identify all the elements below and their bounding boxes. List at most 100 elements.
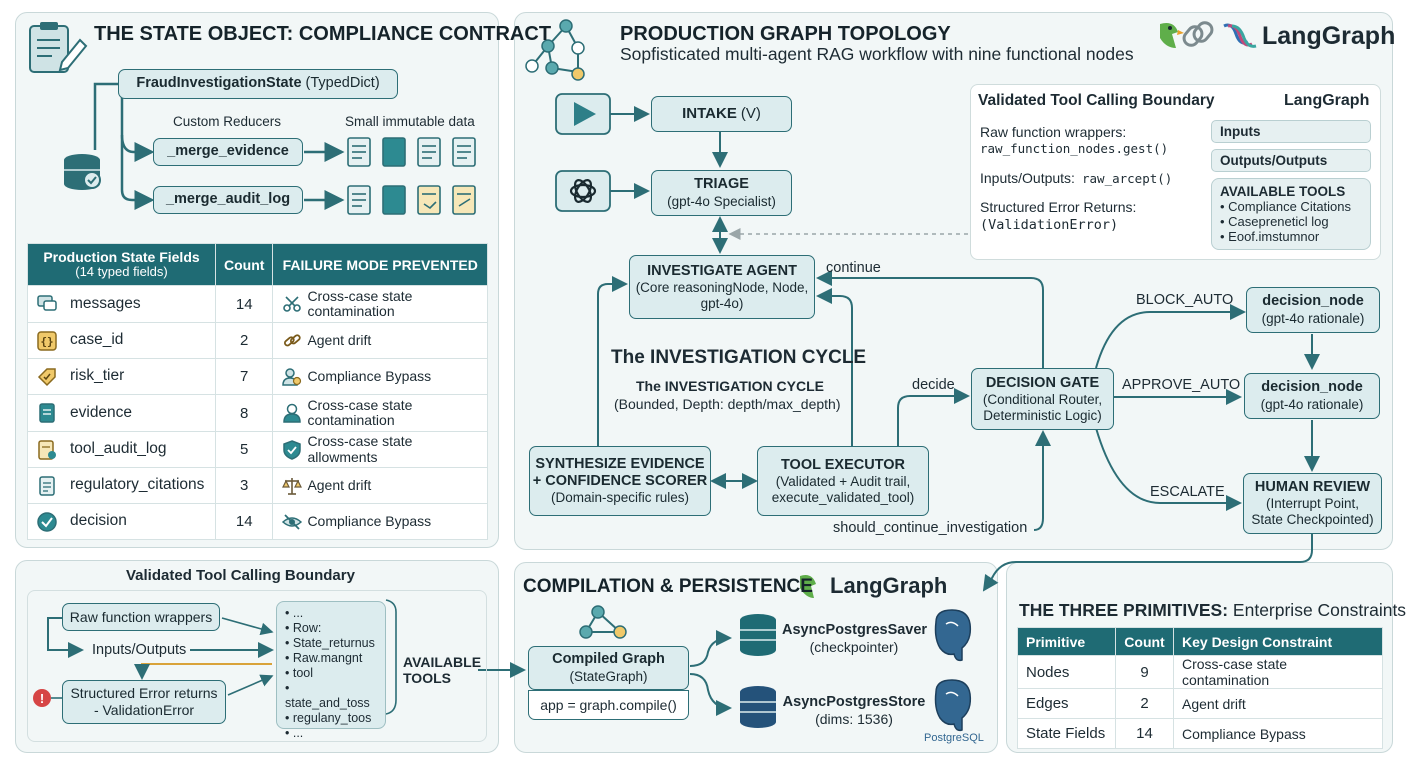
node-decision-node-approve[interactable]: decision_node (gpt-4o rationale) xyxy=(1244,373,1380,419)
primitive-cell: Nodes xyxy=(1017,655,1116,689)
file-icon xyxy=(36,475,62,497)
tool-list-item: • Raw.mangnt xyxy=(285,651,363,665)
count-cell: 14 xyxy=(214,285,274,323)
saver-database-icon xyxy=(740,614,776,656)
field-name: risk_tier xyxy=(70,367,125,385)
play-icon xyxy=(555,93,611,135)
document-icon xyxy=(36,402,62,424)
log-icon xyxy=(36,439,62,461)
field-cell: risk_tier xyxy=(27,358,216,395)
field-cell: messages xyxy=(27,285,216,323)
tool-list-item: • State_returnus xyxy=(285,636,375,650)
tool-boundary-large-brand: LangGraph xyxy=(1284,92,1370,109)
topology-brand: LangGraph xyxy=(1262,22,1396,50)
shield-icon xyxy=(281,439,303,461)
outputs-tag: Outputs/Outputs xyxy=(1211,149,1371,172)
document-stack-icons xyxy=(347,137,476,215)
edge-decide-label: decide xyxy=(912,377,955,393)
compile-code-box: app = graph.compile() xyxy=(528,690,689,720)
inputs-outputs-label: Inputs/Outputs xyxy=(92,642,187,658)
cycle-sub: (Bounded, Depth: depth/max_depth) xyxy=(614,396,841,412)
raw-wrappers-code: raw_function_nodes.gest() xyxy=(980,141,1169,156)
tag-icon xyxy=(36,366,62,388)
field-name: case_id xyxy=(70,331,124,349)
node-synthesize-evidence[interactable]: SYNTHESIZE EVIDENCE + CONFIDENCE SCORER … xyxy=(529,446,711,516)
merge-audit-log-reducer: _merge_audit_log xyxy=(153,186,303,214)
error-code: (ValidationError) xyxy=(980,217,1119,233)
tool-boundary-large-title: Validated Tool Calling Boundary xyxy=(978,92,1215,109)
scissors-icon xyxy=(281,293,303,315)
compiled-graph-box[interactable]: Compiled Graph (StateGraph) xyxy=(528,646,689,690)
field-cell: tool_audit_log xyxy=(27,431,216,468)
error-label: Structured Error Returns: xyxy=(980,199,1137,215)
primitive-count-cell: 9 xyxy=(1115,655,1174,689)
available-tools-box: AVAILABLE TOOLS • Compliance Citations• … xyxy=(1211,178,1371,250)
edge-should-continue-label: should_continue_investigation xyxy=(833,520,1028,536)
svg-text:!: ! xyxy=(40,691,44,706)
failure-text: Agent drift xyxy=(307,476,372,493)
node-intake[interactable]: INTAKE (V) xyxy=(651,96,792,132)
tool-list-item: • Row: xyxy=(285,621,322,635)
typed-dict-name: FraudInvestigationState xyxy=(136,75,302,92)
edge-block-auto-label: BLOCK_AUTO xyxy=(1136,292,1234,308)
store-sub: (dims: 1536) xyxy=(815,711,893,728)
typed-dict-box: FraudInvestigationState (TypedDict) xyxy=(118,69,398,99)
failure-text: Compliance Bypass xyxy=(307,367,432,384)
field-name: decision xyxy=(70,512,127,530)
raw-wrappers-box: Raw function wrappers xyxy=(62,603,220,631)
count-header: Count xyxy=(214,243,274,286)
count-cell: 7 xyxy=(214,358,274,395)
primitives-table: Primitive Count Key Design Constraint No… xyxy=(1017,627,1383,749)
available-tool-item: • Compliance Citations xyxy=(1220,199,1352,214)
node-triage[interactable]: TRIAGE (gpt-4o Specialist) xyxy=(651,170,792,216)
field-name: regulatory_citations xyxy=(70,476,205,494)
primitives-title-rest: Enterprise Constraints xyxy=(1232,600,1407,620)
table-row: risk_tier 7 Compliance Bypass xyxy=(27,358,488,395)
tool-boundary-small-title: Validated Tool Calling Boundary xyxy=(126,567,355,584)
compilation-title: COMPILATION & PERSISTENCE xyxy=(523,576,813,597)
field-name: tool_audit_log xyxy=(70,440,167,458)
count-cell: 8 xyxy=(214,394,274,432)
primitives-title-bold: THE THREE PRIMITIVES: xyxy=(1019,600,1229,620)
field-cell: evidence xyxy=(27,394,216,432)
postgres-label: PostgreSQL xyxy=(924,732,984,744)
constraint-header: Key Design Constraint xyxy=(1173,627,1383,656)
primitives-title: THE THREE PRIMITIVES: Enterprise Constra… xyxy=(1019,600,1406,621)
eye-off-icon xyxy=(281,511,303,533)
node-tool-executor[interactable]: TOOL EXECUTOR (Validated + Audit trail, … xyxy=(757,446,929,516)
state-object-title: THE STATE OBJECT: COMPLIANCE CONTRACT xyxy=(94,23,552,45)
tool-list-item: • ... xyxy=(285,726,304,740)
constraint-cell: Agent drift xyxy=(1173,688,1383,719)
node-human-review[interactable]: HUMAN REVIEW (Interrupt Point, State Che… xyxy=(1243,473,1382,534)
chain-link-icon xyxy=(1182,21,1214,47)
edge-continue-label: continue xyxy=(826,260,881,276)
clipboard-icon xyxy=(29,22,88,73)
failure-cell: Cross-case state allowments xyxy=(272,431,488,468)
raw-wrappers-label: Raw function wrappers: xyxy=(980,124,1127,140)
edge-escalate-label: ESCALATE xyxy=(1150,484,1225,500)
tools-list-box: • ... • Row:• State_returnus• Raw.mangnt •… xyxy=(276,601,386,740)
failure-text: Cross-case state allowments xyxy=(307,433,413,465)
count-cell: 3 xyxy=(214,467,274,504)
node-decision-gate[interactable]: DECISION GATE (Conditional Router, Deter… xyxy=(971,368,1114,430)
failure-cell: Compliance Bypass xyxy=(272,358,488,395)
braces-icon: {} xyxy=(36,330,62,352)
agent-icon xyxy=(281,402,303,424)
tool-list-item: • regulany_toos xyxy=(285,711,372,725)
store-title: AsyncPostgresStore xyxy=(782,694,926,710)
node-decision-node-block[interactable]: decision_node (gpt-4o rationale) xyxy=(1246,287,1380,333)
node-investigate-agent[interactable]: INVESTIGATE AGENT (Core reasoningNode, N… xyxy=(629,255,815,319)
available-tools-list: • Compliance Citations• Casepreneticl lo… xyxy=(1212,199,1370,244)
primitive-count-cell: 14 xyxy=(1115,718,1174,749)
structured-error-box: Structured Error returns - ValidationErr… xyxy=(62,680,226,724)
custom-reducers-label: Custom Reducers xyxy=(173,114,282,129)
store-info: AsyncPostgresStore (dims: 1536) xyxy=(782,694,926,728)
field-cell: decision xyxy=(27,503,216,540)
constraint-cell: Compliance Bypass xyxy=(1173,718,1383,749)
field-name: messages xyxy=(70,294,141,312)
